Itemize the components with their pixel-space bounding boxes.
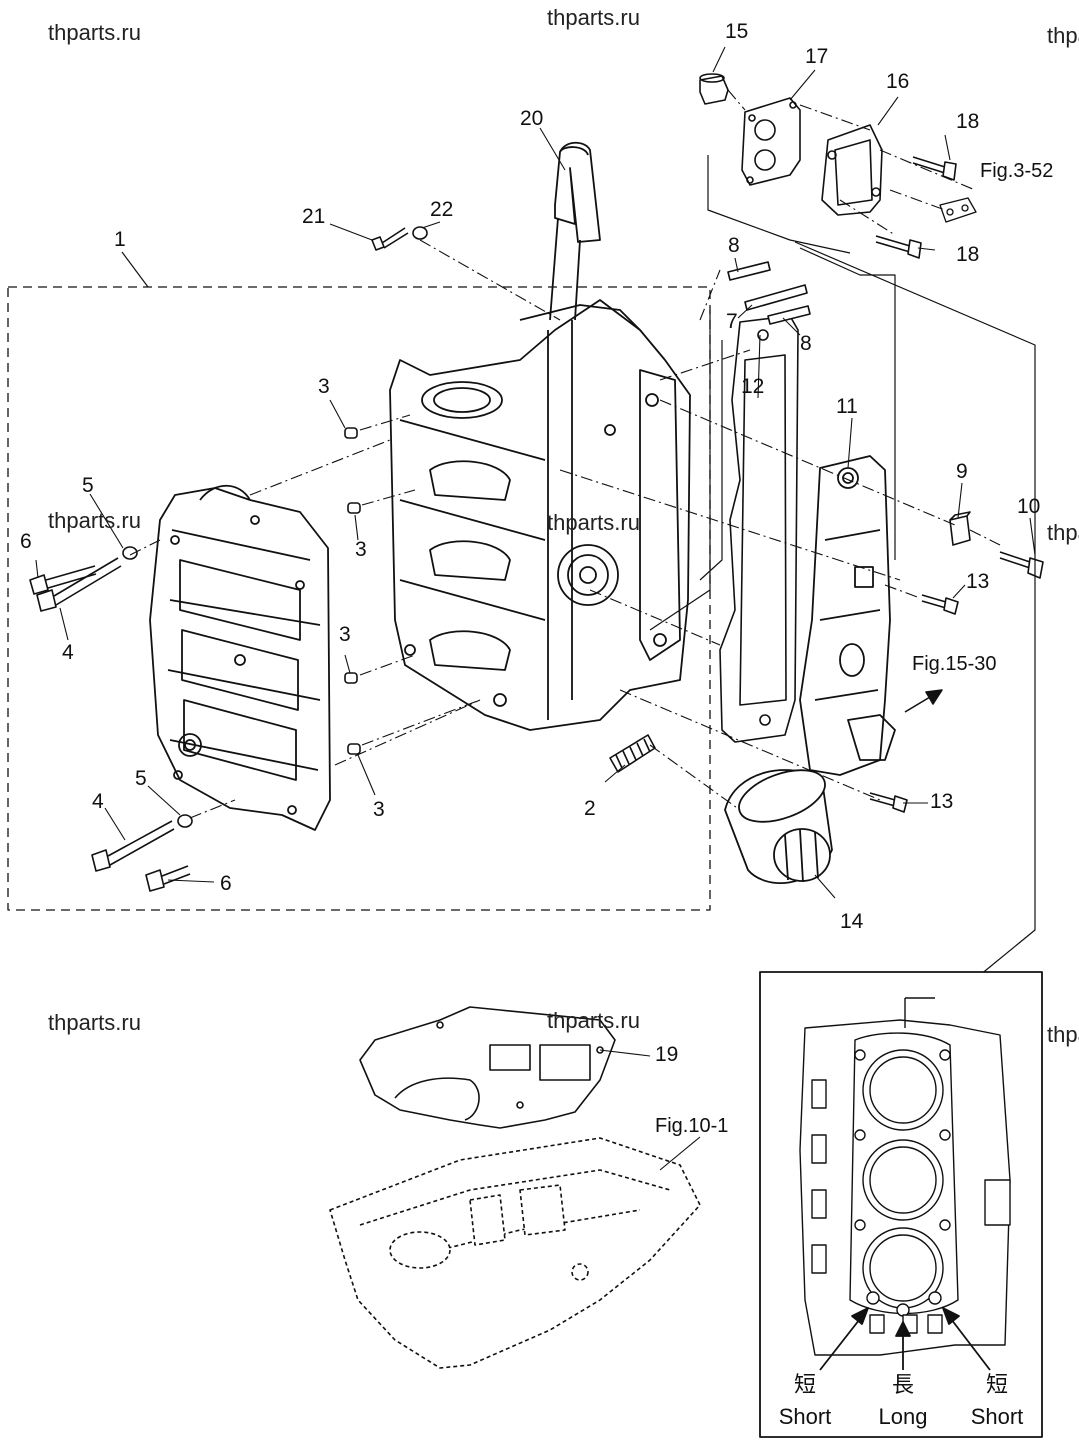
watermark: thparts.ru [48,1010,141,1035]
callout-6: 6 [220,872,232,895]
inset-right-kanji: 短 [985,1373,1008,1398]
oil-filter-14 [724,769,833,884]
leader-lines [129,89,1001,819]
inset-left-caption: 短 Short [760,1370,850,1432]
callout-15: 15 [725,20,749,43]
gasket-12 [719,315,799,743]
callout-10: 10 [1017,495,1041,518]
callout-leaders [35,46,1036,1171]
callout-12: 12 [741,375,765,398]
gasket-17 [741,97,801,186]
watermark: thparts.ru [547,5,640,30]
callout-9: 9 [956,460,968,483]
callout-3: 3 [339,623,351,646]
inset-left-label: Short [778,1404,832,1429]
callout-11: 11 [836,395,858,418]
inset-right-label: Short [970,1404,1024,1429]
callout-4: 4 [62,641,74,664]
callout-22: 22 [430,198,454,221]
watermark: thparts.ru [547,1008,640,1033]
part-15-plug [699,73,729,105]
callout-3: 3 [373,798,385,821]
callout-19: 19 [655,1043,679,1066]
fig-15-30-arrow [904,689,943,713]
bolts [29,156,1044,892]
callout-16: 16 [886,70,910,93]
watermark: thparts.ru [48,508,141,533]
crankcase-cover [149,484,331,831]
inset-left-kanji: 短 [793,1373,816,1398]
callout-7: 7 [726,310,738,333]
callout-17: 17 [805,45,829,68]
callout-3: 3 [318,375,330,398]
thermostat-cover-16 [821,124,883,216]
callout-1: 1 [114,228,126,251]
gasket-19 [359,1006,616,1129]
callout-8: 8 [728,234,740,257]
callout-14: 14 [840,910,864,933]
fig-ref-10-1[interactable]: Fig.10-1 [655,1115,729,1137]
fig-ref-15-30[interactable]: Fig.15-30 [912,653,997,675]
part-9-block [949,511,971,546]
callout-3: 3 [355,538,367,561]
callout-6: 6 [20,530,32,553]
inset-middle-caption: 長 Long [858,1370,948,1432]
assembly-1-dashed-boundary [7,286,711,911]
oil-pan [329,1137,701,1369]
assembly-guide-lines [649,155,1036,976]
callout-4: 4 [92,790,104,813]
callout-18: 18 [956,110,980,133]
cylinder-block [389,299,691,731]
watermark: thparts.ru [547,510,640,535]
inset-cylinder-head [799,997,1011,1356]
callout-8: 8 [800,332,812,355]
callout-18: 18 [956,243,980,266]
callout-13: 13 [930,790,954,813]
callout-5: 5 [82,474,94,497]
watermark: thparts.ru [1047,1022,1079,1047]
inset-arrows [819,1307,991,1371]
exhaust-cover-11 [799,455,896,776]
watermark: thparts.ru [1047,23,1079,48]
callout-5: 5 [135,767,147,790]
inset-right-caption: 短 Short [952,1370,1042,1432]
watermark: thparts.ru [1047,520,1079,545]
callout-20: 20 [520,107,544,130]
callout-21: 21 [302,205,326,228]
fig-3-52-connector [939,197,977,223]
hanger-hook-20 [549,141,601,321]
inset-middle-kanji: 長 [891,1373,914,1398]
part-2-spring [609,734,656,773]
fig-ref-3-52[interactable]: Fig.3-52 [980,160,1054,182]
watermark: thparts.ru [48,20,141,45]
callout-13: 13 [966,570,990,593]
inset-middle-label: Long [878,1404,928,1429]
callout-2: 2 [584,797,596,820]
